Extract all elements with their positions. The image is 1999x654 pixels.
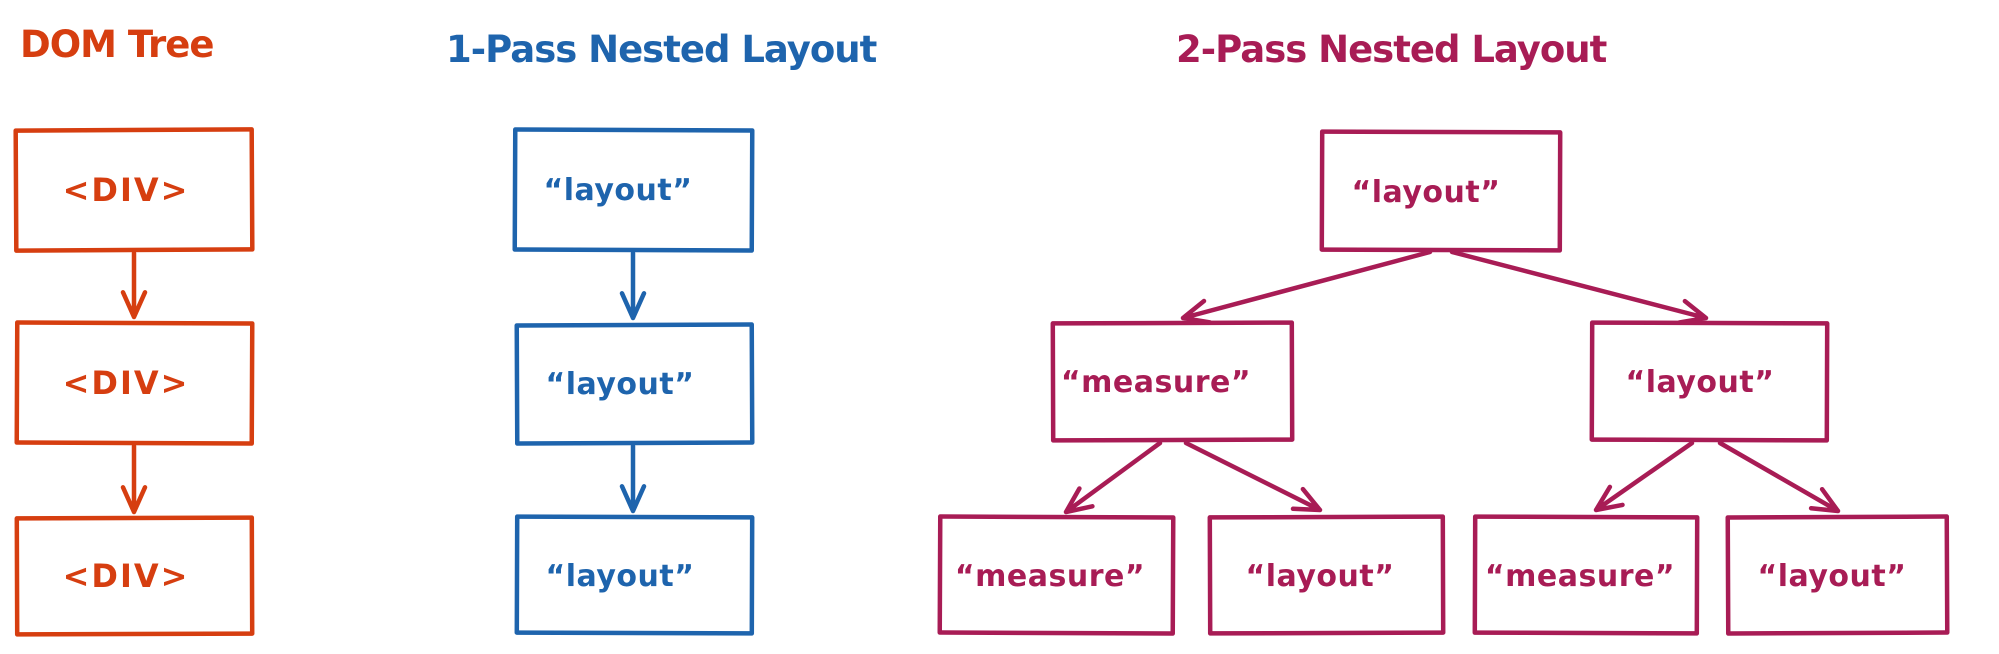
leaf-layout-label-1: “layout” [1246,559,1395,594]
arrow-down-left-icon [1593,440,1695,513]
layout-node-label-1: “layout” [544,173,693,208]
arrow-down-icon [619,443,647,514]
dom-tree-title: DOM Tree [20,23,213,66]
dom-node-box-3 [14,515,255,637]
arrow-down-right-icon [1717,440,1841,514]
dom-tree-diagram: DOM Tree <DIV> <DIV> <DIV> [13,23,255,637]
layout-child-label: “layout” [1626,365,1775,400]
measure-child-label: “measure” [1061,365,1251,400]
dom-node-box-2 [14,320,255,446]
layout-node-box-2 [514,322,755,446]
arrow-down-left-icon [1063,440,1163,515]
arrow-down-icon [120,443,148,515]
leaf-layout-box-2 [1725,514,1950,636]
dom-node-box-1 [13,127,255,253]
layout-node-label-3: “layout” [546,559,695,594]
leaf-layout-label-2: “layout” [1758,559,1907,594]
arrow-down-right-icon [1449,249,1709,325]
layout-node-box-3 [514,514,755,636]
dom-node-label-2: <DIV> [63,364,190,402]
layout-child-box [1589,320,1830,443]
root-layout-box [1319,129,1563,253]
dom-node-label-1: <DIV> [63,171,190,209]
arrow-down-icon [619,250,647,321]
two-pass-diagram: 2-Pass Nested Layout “layout” “measure” … [937,28,1950,636]
leaf-layout-box-1 [1207,514,1446,636]
arrow-down-icon [120,250,148,320]
two-pass-title: 2-Pass Nested Layout [1176,28,1607,71]
layout-node-label-2: “layout” [546,367,695,402]
one-pass-diagram: 1-Pass Nested Layout “layout” “layout” “… [446,28,878,636]
leaf-measure-label-2: “measure” [1485,559,1675,594]
arrow-down-right-icon [1183,440,1323,513]
arrow-down-left-icon [1180,249,1433,325]
dom-node-label-3: <DIV> [63,557,190,595]
leaf-measure-box-1 [937,514,1176,636]
leaf-measure-box-2 [1472,514,1700,636]
measure-child-box [1050,320,1295,443]
layout-node-box-1 [512,127,755,253]
one-pass-title: 1-Pass Nested Layout [446,28,877,71]
root-layout-label: “layout” [1352,175,1501,210]
leaf-measure-label-1: “measure” [955,559,1145,594]
